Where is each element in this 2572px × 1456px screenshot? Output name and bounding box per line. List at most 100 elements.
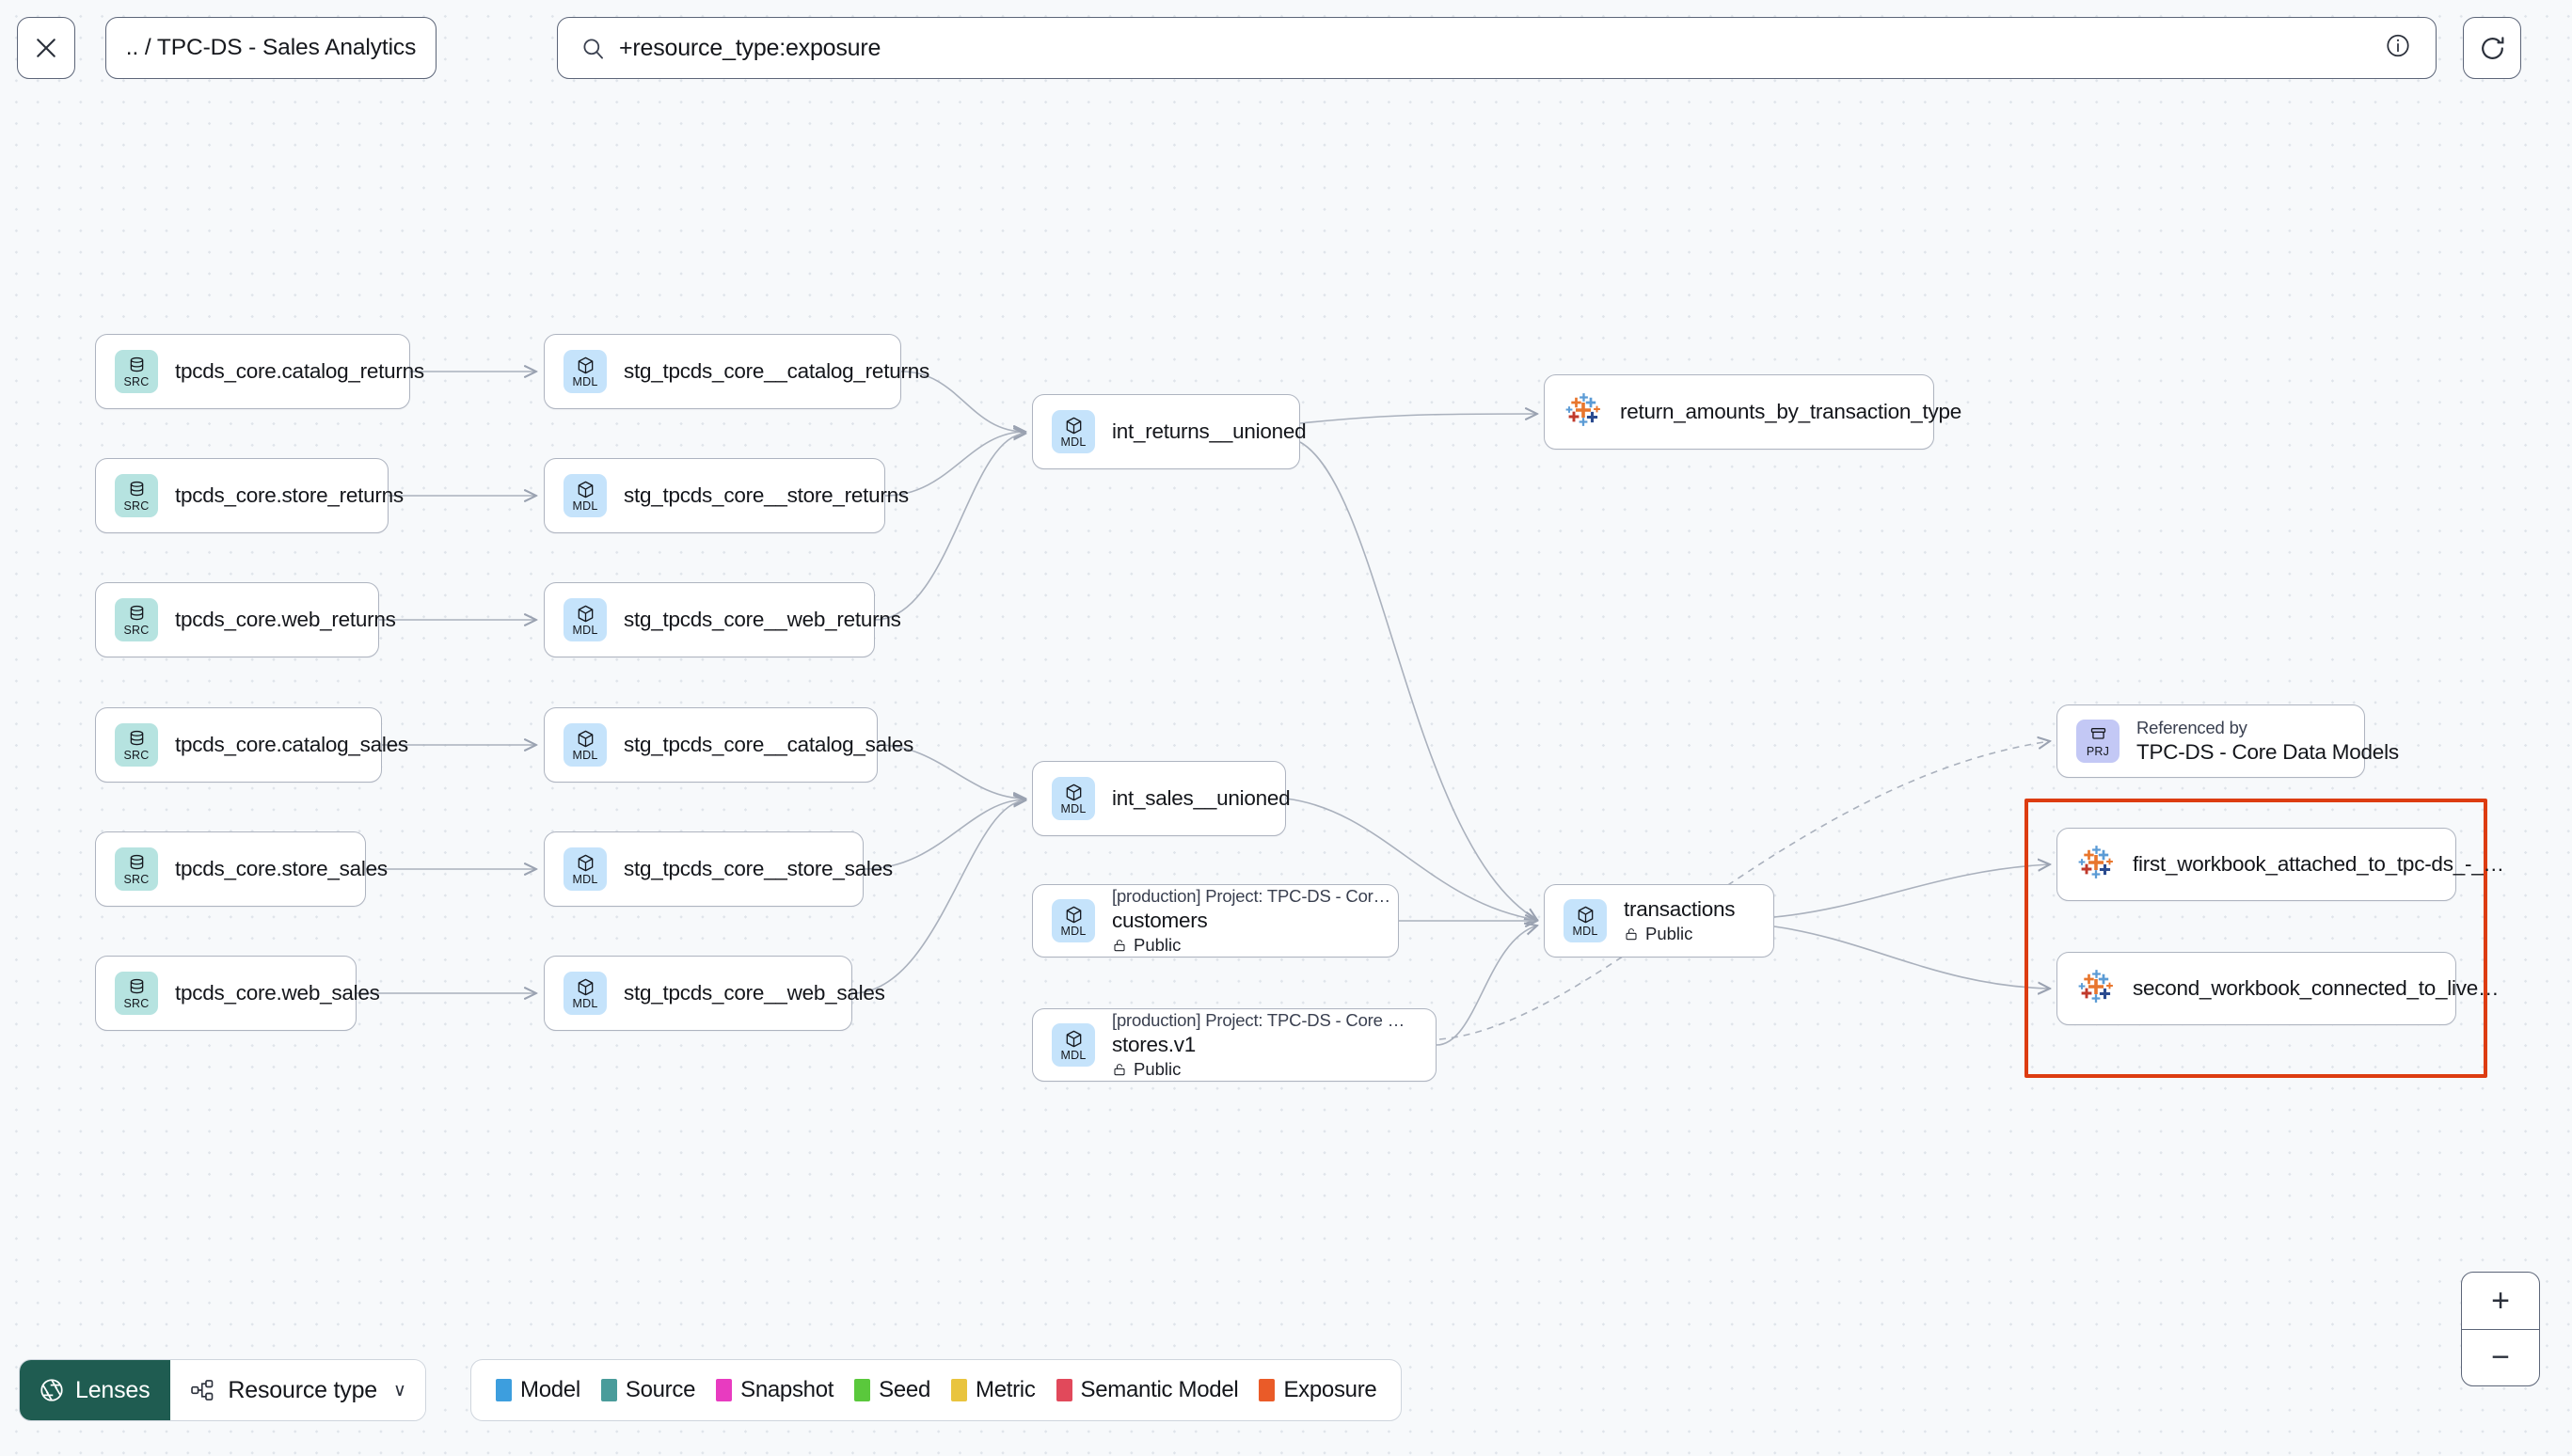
graph-node-exp_second_workbook[interactable]: second_workbook_connected_to_live… (2056, 952, 2500, 1025)
mdl-badge-icon: MDL (564, 972, 607, 1015)
legend-item-exposure[interactable]: Exposure (1259, 1377, 1377, 1403)
graph-node-exp_first_workbook[interactable]: first_workbook_attached_to_tpc-ds_-_… (2056, 828, 2504, 901)
lenses-button[interactable]: Lenses (20, 1360, 171, 1420)
node-title: customers (1112, 909, 1208, 932)
graph-node-src_catalog_returns[interactable]: SRC tpcds_core.catalog_returns (95, 334, 424, 409)
resource-type-label: Resource type (228, 1376, 378, 1403)
node-title: stg_tpcds_core__web_returns (624, 608, 901, 631)
node-title: stg_tpcds_core__catalog_sales (624, 733, 913, 756)
prj-badge-icon: PRJ (2076, 720, 2120, 763)
mdl-badge-icon: MDL (1052, 777, 1095, 820)
legend-swatch-icon (1259, 1379, 1276, 1401)
hierarchy-icon (191, 1380, 214, 1401)
legend-item-seed[interactable]: Seed (854, 1377, 930, 1403)
graph-node-mdl_stg_web_sales[interactable]: MDL stg_tpcds_core__web_sales (544, 956, 885, 1031)
src-badge-icon: SRC (115, 350, 158, 393)
legend-label: Metric (976, 1377, 1036, 1402)
zoom-controls[interactable]: + − (2461, 1272, 2540, 1386)
src-badge-icon: SRC (115, 598, 158, 641)
chevron-down-icon: ∨ (393, 1380, 406, 1401)
legend-label: Source (625, 1377, 696, 1402)
mdl-badge-icon: MDL (1052, 1023, 1095, 1067)
mdl-badge-icon: MDL (1052, 899, 1095, 942)
node-visibility: Public (1112, 1059, 1413, 1080)
search-icon (580, 36, 606, 61)
src-badge-icon: SRC (115, 847, 158, 891)
node-visibility: Public (1112, 935, 1398, 956)
lock-open-icon (1114, 940, 1125, 952)
legend: Model Source Snapshot Seed Metric Semantic Mo… (470, 1359, 1403, 1421)
graph-node-mdl_transactions[interactable]: MDL transactions Public (1544, 884, 1774, 957)
node-title: second_workbook_connected_to_live… (2133, 976, 2500, 1000)
graph-node-mdl_int_returns_unioned[interactable]: MDL int_returns__unioned (1032, 394, 1307, 469)
node-title: tpcds_core.catalog_sales (175, 733, 408, 756)
node-subtitle: Referenced by (2136, 718, 2247, 737)
legend-swatch-icon (600, 1379, 617, 1401)
graph-node-mdl_stg_web_returns[interactable]: MDL stg_tpcds_core__web_returns (544, 582, 901, 657)
lock-open-icon (1626, 928, 1637, 941)
breadcrumb-label: .. / TPC-DS - Sales Analytics (125, 35, 417, 60)
search-value: +resource_type:exposure (619, 34, 881, 61)
legend-item-snapshot[interactable]: Snapshot (716, 1377, 834, 1403)
graph-node-mdl_stg_catalog_sales[interactable]: MDL stg_tpcds_core__catalog_sales (544, 707, 913, 783)
zoom-in-button[interactable]: + (2462, 1273, 2539, 1330)
node-title: transactions (1624, 897, 1736, 921)
src-badge-icon: SRC (115, 972, 158, 1015)
legend-item-semantic-model[interactable]: Semantic Model (1056, 1377, 1239, 1403)
legend-label: Semantic Model (1080, 1377, 1239, 1402)
node-subtitle: [production] Project: TPC-DS - Core Data… (1112, 886, 1398, 906)
lock-open-icon (1114, 1064, 1125, 1076)
resource-type-dropdown[interactable]: Resource type ∨ (170, 1360, 425, 1420)
graph-node-mdl_stg_store_returns[interactable]: MDL stg_tpcds_core__store_returns (544, 458, 909, 533)
graph-node-src_catalog_sales[interactable]: SRC tpcds_core.catalog_sales (95, 707, 408, 783)
minus-icon: − (2491, 1339, 2510, 1376)
exposure-highlight-box (2024, 799, 2487, 1078)
legend-swatch-icon (1056, 1379, 1072, 1401)
tableau-workbook-icon (1564, 390, 1603, 435)
legend-label: Seed (879, 1377, 930, 1402)
breadcrumb[interactable]: .. / TPC-DS - Sales Analytics (105, 17, 437, 79)
lenses-control-group[interactable]: Lenses Resource type ∨ (19, 1359, 426, 1421)
legend-item-metric[interactable]: Metric (951, 1377, 1036, 1403)
mdl-badge-icon: MDL (564, 723, 607, 767)
graph-node-src_store_sales[interactable]: SRC tpcds_core.store_sales (95, 831, 388, 907)
top-toolbar: .. / TPC-DS - Sales Analytics +resource_… (0, 0, 2572, 111)
aperture-icon (40, 1379, 63, 1401)
node-title: stg_tpcds_core__store_returns (624, 483, 909, 507)
graph-node-mdl_customers[interactable]: MDL [production] Project: TPC-DS - Core … (1032, 884, 1399, 957)
graph-node-mdl_stg_catalog_returns[interactable]: MDL stg_tpcds_core__catalog_returns (544, 334, 929, 409)
node-title: int_sales__unioned (1112, 786, 1291, 810)
graph-node-src_web_returns[interactable]: SRC tpcds_core.web_returns (95, 582, 396, 657)
src-badge-icon: SRC (115, 723, 158, 767)
src-badge-icon: SRC (115, 474, 158, 517)
info-icon[interactable] (2385, 33, 2411, 64)
graph-node-mdl_stg_store_sales[interactable]: MDL stg_tpcds_core__store_sales (544, 831, 893, 907)
refresh-icon (2481, 36, 2503, 59)
node-title: stg_tpcds_core__store_sales (624, 857, 893, 880)
refresh-button[interactable] (2463, 17, 2521, 79)
graph-node-exp_return_amounts[interactable]: return_amounts_by_transaction_type (1544, 374, 1961, 450)
mdl-badge-icon: MDL (1052, 410, 1095, 453)
node-title: stg_tpcds_core__catalog_returns (624, 359, 929, 383)
legend-item-source[interactable]: Source (600, 1377, 696, 1403)
legend-swatch-icon (716, 1379, 733, 1401)
graph-node-src_web_sales[interactable]: SRC tpcds_core.web_sales (95, 956, 380, 1031)
legend-swatch-icon (496, 1379, 512, 1401)
graph-node-src_store_returns[interactable]: SRC tpcds_core.store_returns (95, 458, 404, 533)
graph-node-mdl_stores_v1[interactable]: MDL [production] Project: TPC-DS - Core … (1032, 1008, 1437, 1082)
mdl-badge-icon: MDL (564, 847, 607, 891)
graph-node-mdl_int_sales_unioned[interactable]: MDL int_sales__unioned (1032, 761, 1291, 836)
graph-node-prj_referenced_by[interactable]: PRJ Referenced by TPC-DS - Core Data Mode… (2056, 704, 2399, 778)
node-title: tpcds_core.store_sales (175, 857, 388, 880)
node-title: TPC-DS - Core Data Models (2136, 740, 2399, 764)
zoom-out-button[interactable]: − (2462, 1330, 2539, 1386)
close-button[interactable] (17, 17, 75, 79)
legend-item-model[interactable]: Model (496, 1377, 580, 1403)
tableau-workbook-icon (2076, 967, 2116, 1011)
node-title: tpcds_core.web_sales (175, 981, 380, 1005)
search-input[interactable]: +resource_type:exposure (557, 17, 2437, 79)
node-title: first_workbook_attached_to_tpc-ds_-_… (2133, 852, 2504, 876)
legend-label: Snapshot (740, 1377, 834, 1402)
